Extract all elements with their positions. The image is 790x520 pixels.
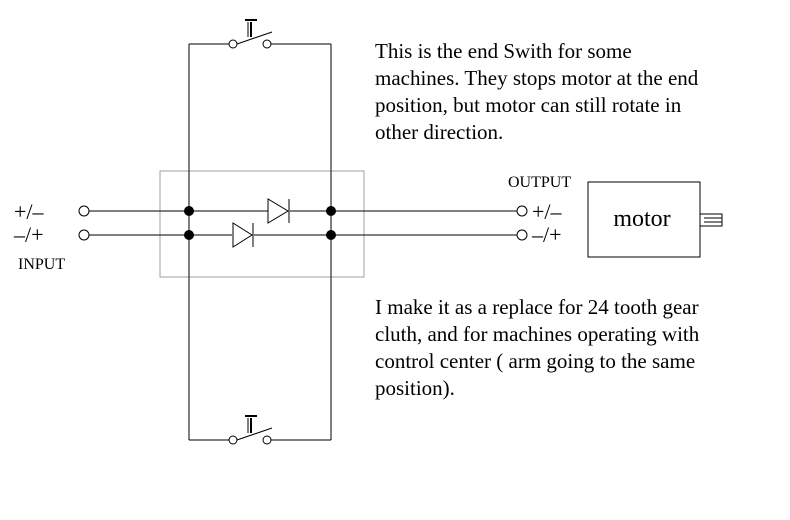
note-line: I make it as a replace for 24 tooth gear — [375, 295, 699, 319]
output-polarity-top: +/– — [532, 199, 563, 224]
terminals — [78, 205, 528, 241]
note-line: other direction. — [375, 120, 504, 144]
junction-dots — [184, 206, 336, 240]
diode-lower — [232, 222, 254, 248]
input-label: INPUT — [18, 256, 65, 273]
motor-label: motor — [613, 206, 670, 232]
input-polarity-bottom: –/+ — [13, 222, 44, 247]
input-polarity-top: +/– — [14, 199, 45, 224]
motor-shaft — [699, 213, 723, 227]
output-polarity-bottom: –/+ — [531, 222, 562, 247]
note-line: machines. They stops motor at the end — [375, 66, 699, 90]
output-label: OUTPUT — [508, 174, 571, 191]
diode-module-box — [159, 170, 365, 278]
note-line: position). — [375, 376, 455, 400]
description-note-bottom: I make it as a replace for 24 tooth gear… — [375, 294, 699, 402]
note-line: cluth, and for machines operating with — [375, 322, 700, 346]
diode-upper — [267, 198, 290, 224]
note-line: position, but motor can still rotate in — [375, 93, 682, 117]
note-line: This is the end Swith for some — [375, 39, 632, 63]
note-line: control center ( arm going to the same — [375, 349, 696, 373]
motor-box — [587, 181, 701, 258]
limit-switch-top — [228, 19, 273, 49]
wiring — [88, 43, 517, 441]
description-note-top: This is the end Swith for some machines.… — [375, 38, 698, 146]
limit-switch-bottom — [228, 415, 273, 445]
